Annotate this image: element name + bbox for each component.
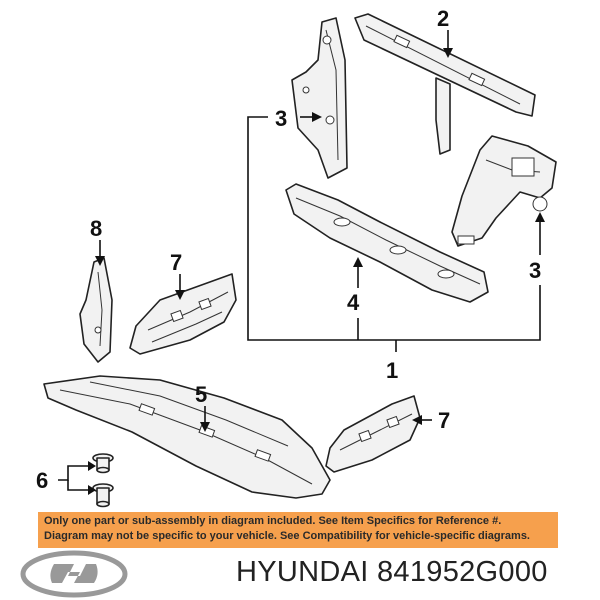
leader-lines [58, 30, 545, 495]
brand-name: HYUNDAI [236, 556, 369, 588]
lower-tie-bar-part [285, 183, 489, 303]
part-label: HYUNDAI 841952G000 [236, 556, 548, 589]
part-number: 841952G000 [376, 556, 548, 588]
splash-shield-left-part [129, 273, 237, 355]
callout-7-right: 7 [438, 408, 450, 433]
clip-lower-part [92, 483, 114, 508]
callout-3-right: 3 [529, 258, 541, 283]
hyundai-logo-icon [20, 550, 128, 598]
footer: HYUNDAI 841952G000 [0, 550, 600, 600]
under-cover-part [43, 375, 331, 499]
callout-7-left: 7 [170, 250, 182, 275]
small-bracket-part [79, 257, 113, 363]
clip-upper-part [92, 453, 114, 474]
disclaimer-line-2: Diagram may not be specific to your vehi… [44, 530, 530, 542]
upper-tie-bar-part [354, 13, 536, 155]
callout-6: 6 [36, 468, 48, 493]
callout-1: 1 [386, 358, 398, 383]
callout-4: 4 [347, 290, 360, 315]
callout-8: 8 [90, 216, 102, 241]
callout-5: 5 [195, 382, 207, 407]
callout-3-upper: 3 [275, 106, 287, 131]
disclaimer-banner: Only one part or sub-assembly in diagram… [38, 512, 558, 548]
side-bracket-upper-part [291, 17, 348, 179]
side-member-right-part [451, 135, 557, 247]
disclaimer-line-1: Only one part or sub-assembly in diagram… [44, 515, 502, 527]
callout-2: 2 [437, 6, 449, 31]
splash-shield-right-part [325, 395, 421, 473]
